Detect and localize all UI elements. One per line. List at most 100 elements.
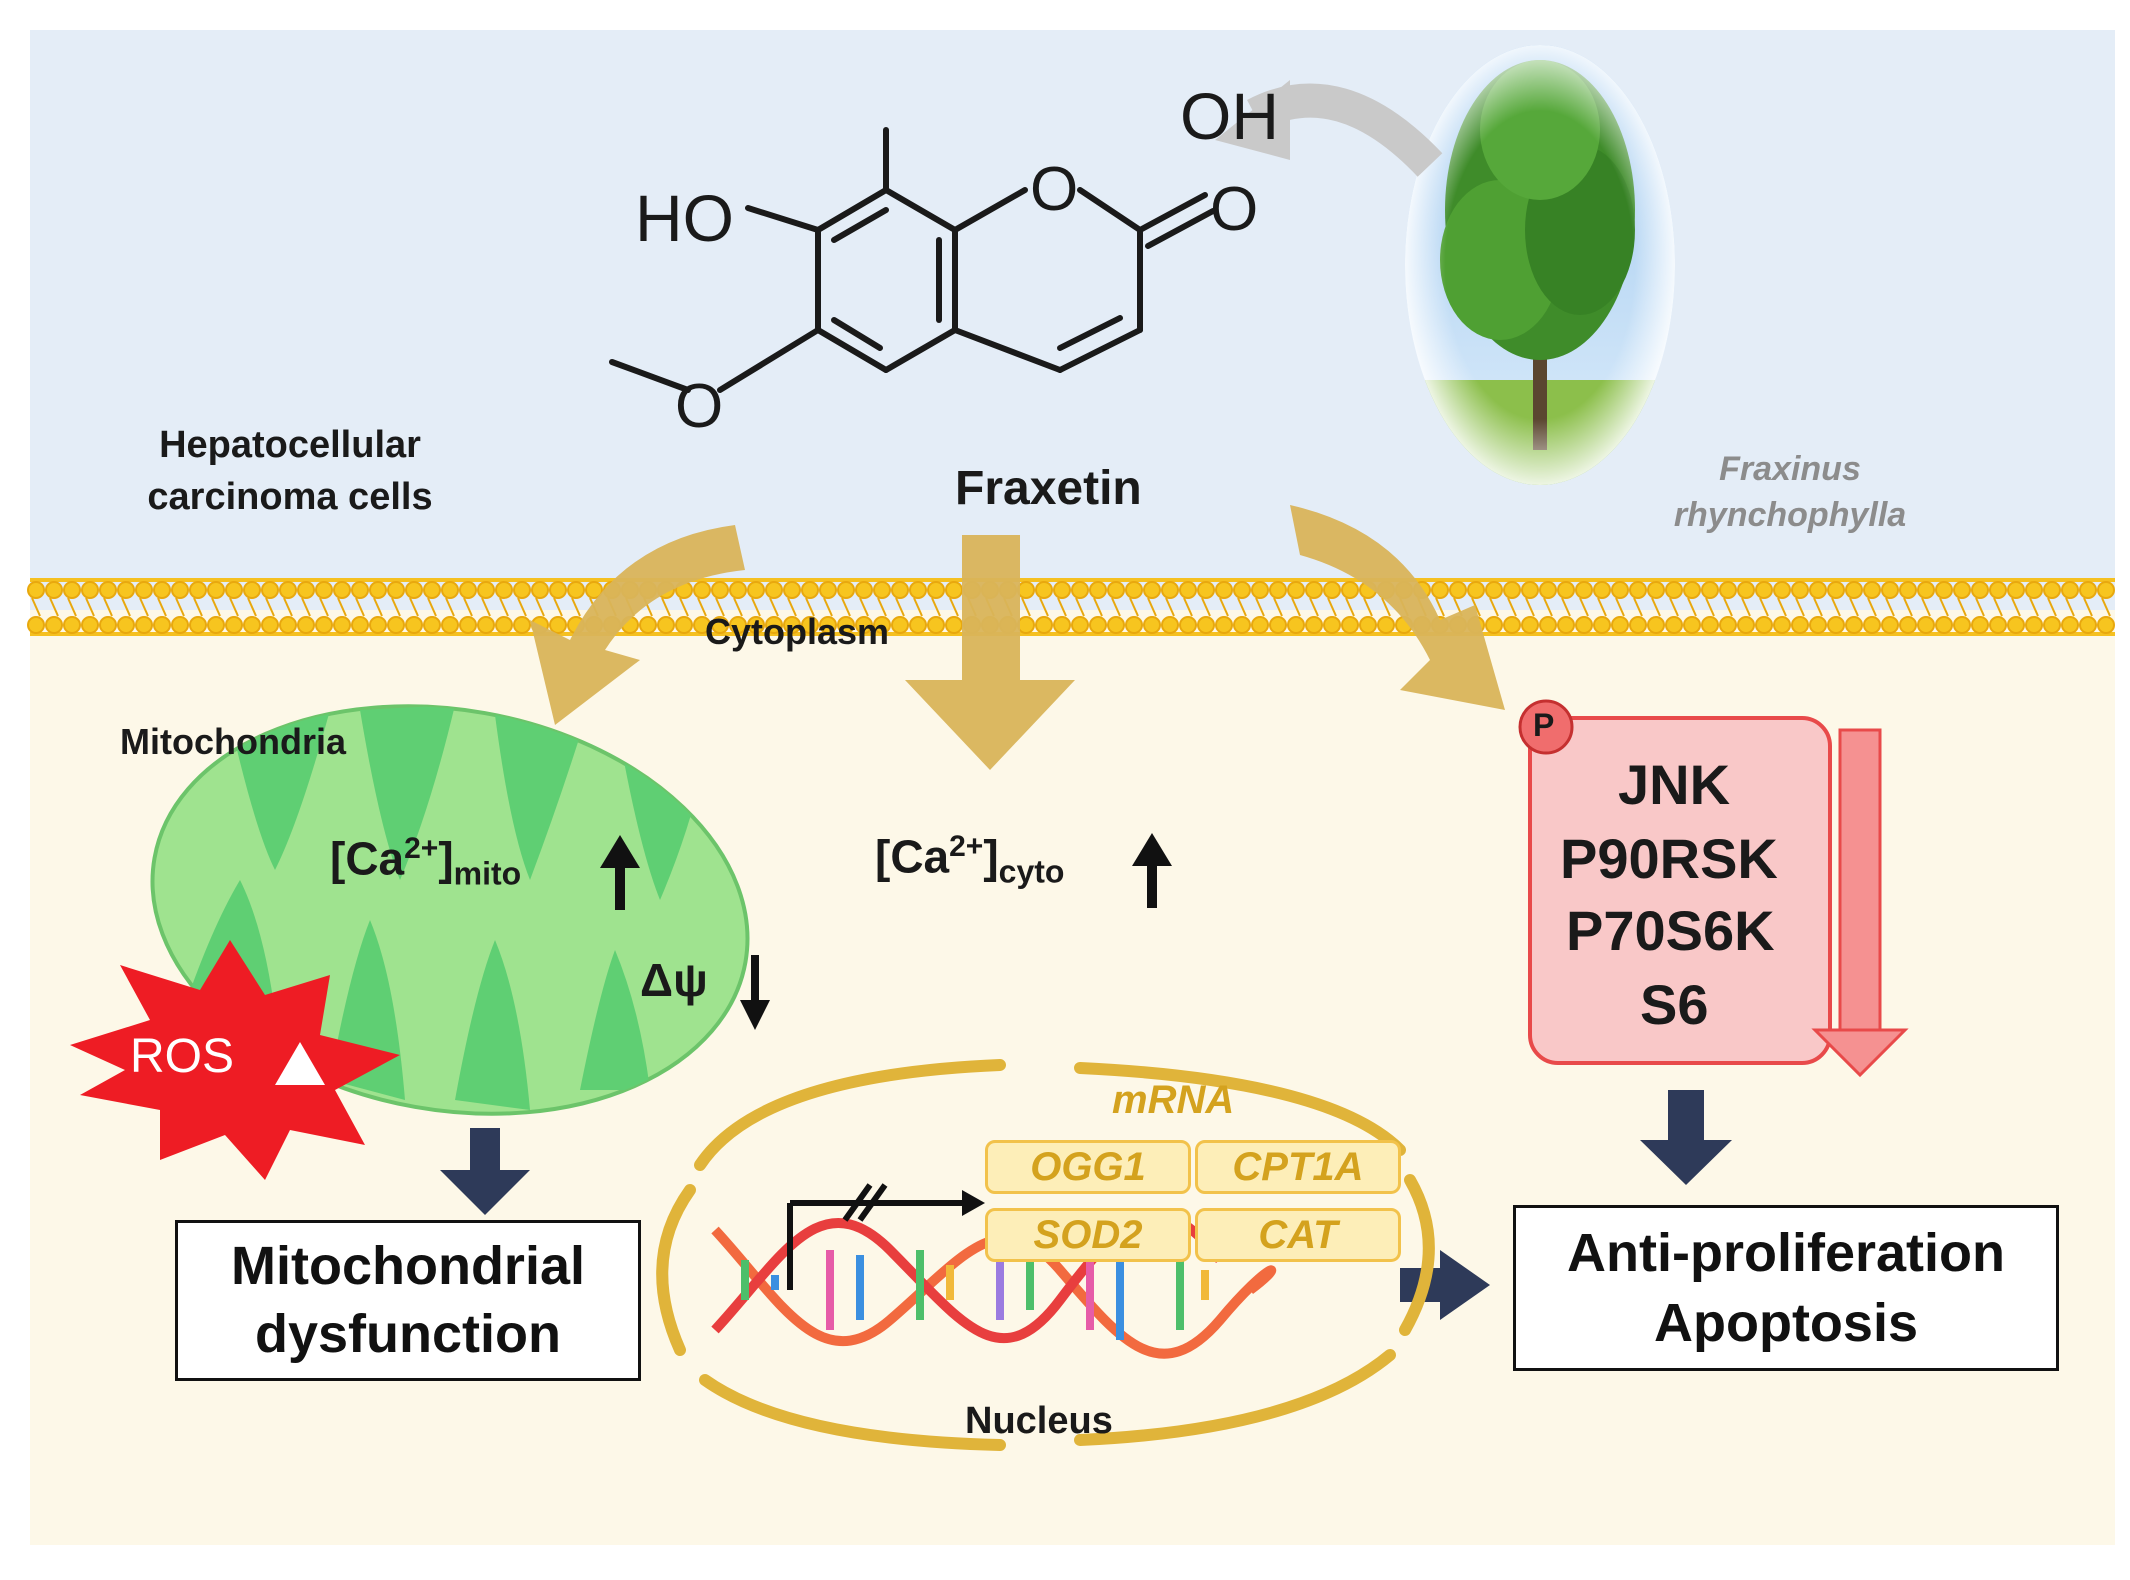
membrane-bead [1719, 581, 1737, 599]
fraxetin-label: Fraxetin [955, 462, 1142, 515]
membrane-tail [1039, 597, 1049, 617]
membrane-bead [279, 581, 297, 599]
phospho-badge-label: P [1533, 707, 1555, 743]
membrane-bead [27, 616, 45, 634]
membrane-tail [553, 597, 563, 617]
cytoplasm-label: Cytoplasm [705, 611, 890, 652]
membrane-bead [819, 581, 837, 599]
membrane-bead [171, 581, 189, 599]
membrane-bead [387, 616, 405, 634]
membrane-tail [1885, 597, 1895, 617]
membrane-tail [1435, 597, 1445, 617]
membrane-bead [891, 616, 909, 634]
membrane-bead [189, 581, 207, 599]
membrane-bead [333, 616, 351, 634]
membrane-bead [837, 616, 855, 634]
membrane-tail [1111, 597, 1121, 617]
membrane-bead [513, 616, 531, 634]
membrane-bead [1593, 581, 1611, 599]
membrane-bead [945, 616, 963, 634]
membrane-bead [693, 581, 711, 599]
membrane-tail [121, 597, 131, 617]
membrane-bead [2097, 616, 2115, 634]
membrane-bead [1917, 616, 1935, 634]
membrane-bead [423, 616, 441, 634]
membrane-bead [1269, 616, 1287, 634]
membrane-bead [2061, 581, 2079, 599]
membrane-bead [2043, 581, 2061, 599]
membrane-bead [783, 581, 801, 599]
membrane-bead [351, 616, 369, 634]
membrane-bead [1485, 581, 1503, 599]
membrane-bead [1935, 616, 1953, 634]
membrane-bead [1521, 581, 1539, 599]
membrane-bead [693, 616, 711, 634]
membrane-bead [1071, 581, 1089, 599]
membrane-bead [261, 581, 279, 599]
membrane-bead [855, 616, 873, 634]
membrane-tail [1921, 597, 1931, 617]
membrane-bead [711, 581, 729, 599]
membrane-bead [477, 581, 495, 599]
nucleus-envelope [656, 1059, 1435, 1451]
membrane-bead [747, 616, 765, 634]
membrane-bead [1215, 616, 1233, 634]
membrane-bead [1251, 581, 1269, 599]
membrane-bead [1071, 616, 1089, 634]
mitochondria-label: Mitochondria [120, 721, 346, 762]
membrane-tail [337, 597, 347, 617]
membrane-bead [747, 581, 765, 599]
membrane-tail [481, 597, 491, 617]
membrane-tail [211, 597, 221, 617]
membrane-bead [1305, 581, 1323, 599]
membrane-bead [1773, 581, 1791, 599]
cell-type-line1: Hepatocellular [159, 424, 421, 466]
membrane-bead [1233, 616, 1251, 634]
membrane-tail [1561, 597, 1571, 617]
membrane-tail [373, 597, 383, 617]
membrane-bead [801, 616, 819, 634]
transcription-blocked-arrow [787, 1183, 985, 1290]
membrane-tail [1903, 597, 1913, 617]
membrane-tail [823, 597, 833, 617]
outcome-anti-line2: Apoptosis [1654, 1293, 1918, 1353]
membrane-bead [1701, 581, 1719, 599]
membrane-tail [1327, 597, 1337, 617]
membrane-tail [1723, 597, 1733, 617]
membrane-bead [1179, 581, 1197, 599]
ho-left-label: HO [635, 181, 734, 255]
cell-membrane [27, 578, 2115, 636]
membrane-tail [913, 597, 923, 617]
membrane-bead [1197, 581, 1215, 599]
cyto-calcium-label: [Ca2+]cyto [875, 830, 1065, 890]
membrane-tail [1381, 597, 1391, 617]
membrane-bead [333, 581, 351, 599]
mitochondrial-dysfunction-box: Mitochondrial dysfunction [175, 1220, 641, 1381]
membrane-tail [2029, 597, 2039, 617]
membrane-bead [1503, 581, 1521, 599]
membrane-tail [1993, 597, 2003, 617]
membrane-bead [1989, 581, 2007, 599]
membrane-tail [1309, 597, 1319, 617]
membrane-bead [657, 616, 675, 634]
membrane-bead [1557, 616, 1575, 634]
membrane-tail [1345, 597, 1355, 617]
membrane-tail [2101, 597, 2111, 617]
membrane-tail [1651, 597, 1661, 617]
membrane-tail [715, 597, 725, 617]
gene-cat: CAT [1195, 1208, 1401, 1262]
membrane-bead [171, 616, 189, 634]
membrane-bead [207, 581, 225, 599]
navy-arrows [440, 1090, 1732, 1320]
membrane-tail [1489, 597, 1499, 617]
membrane-bead [369, 616, 387, 634]
membrane-bead [459, 616, 477, 634]
membrane-bead [1287, 581, 1305, 599]
membrane-bead [153, 581, 171, 599]
membrane-bead [1683, 581, 1701, 599]
membrane-bead [1917, 581, 1935, 599]
membrane-bead [1899, 616, 1917, 634]
membrane-bead [117, 581, 135, 599]
membrane-tail [1669, 597, 1679, 617]
membrane-bead [1755, 616, 1773, 634]
